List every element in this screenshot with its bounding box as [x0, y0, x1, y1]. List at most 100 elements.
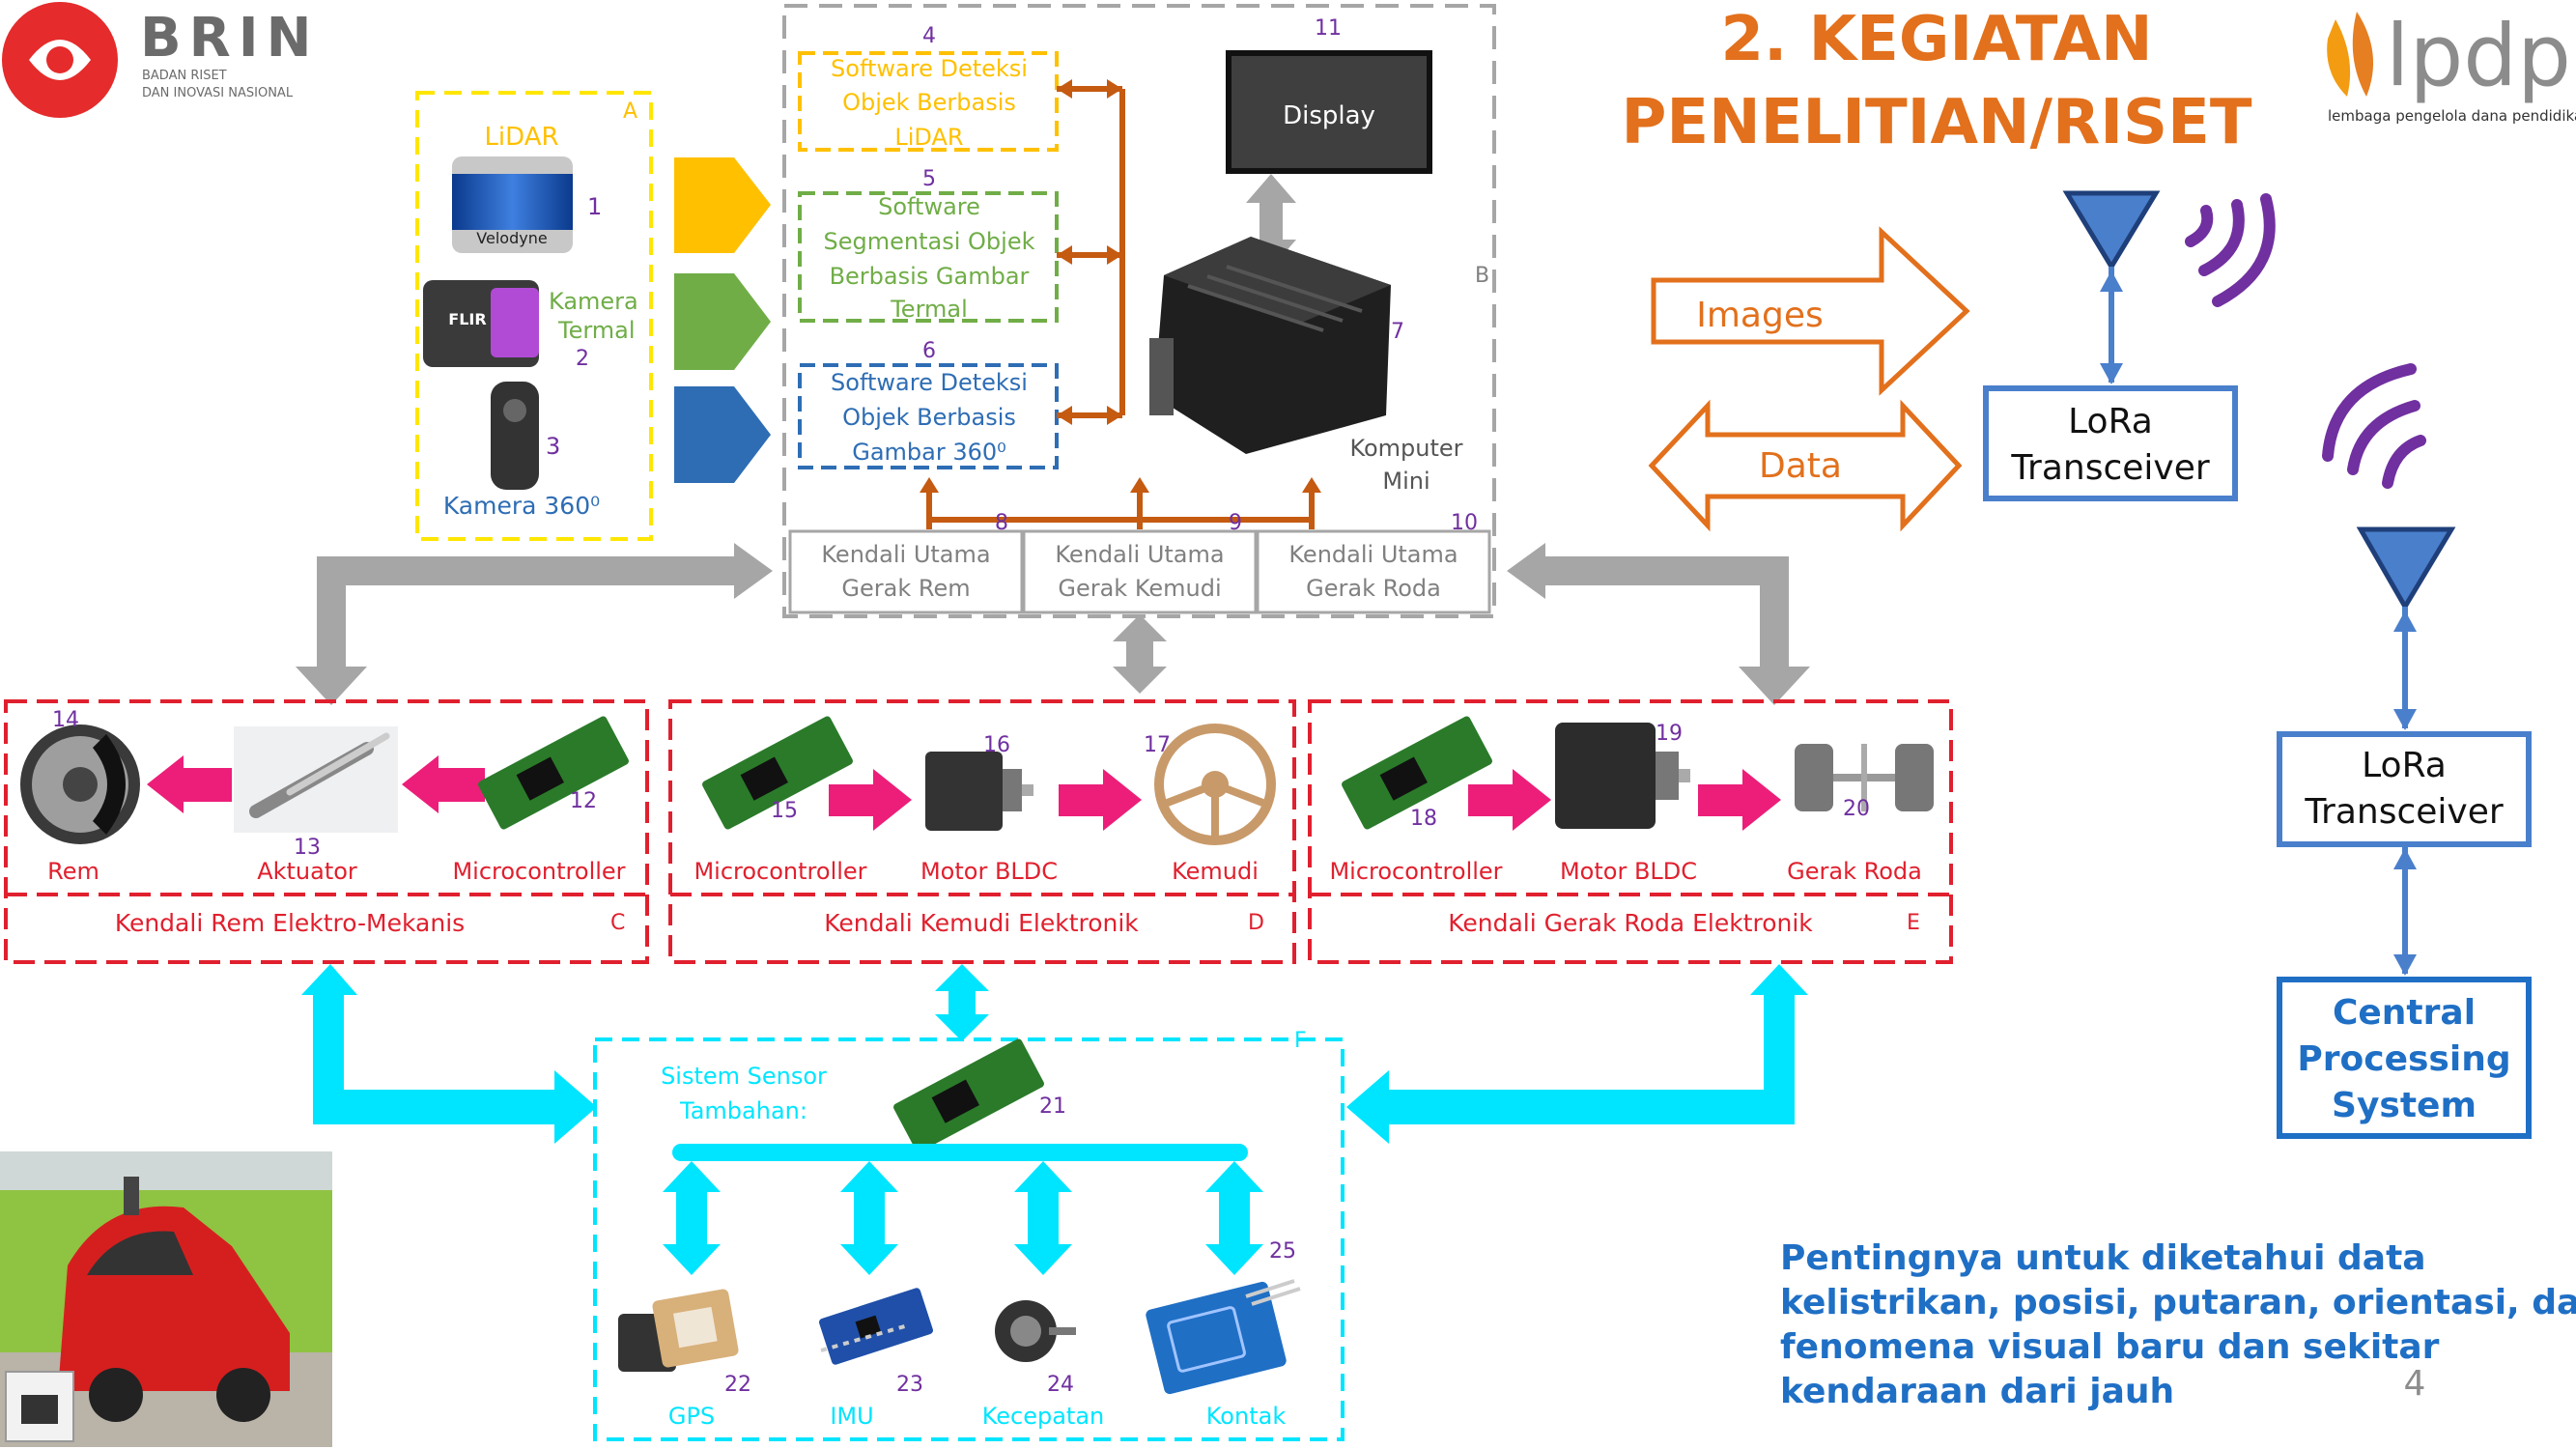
vehicle-window: [87, 1231, 193, 1275]
extra-sensor-title-line1: Sistem Sensor: [661, 1063, 827, 1090]
compute-group-b: B 4 Software Deteksi Objek Berbasis LiDA…: [782, 4, 1496, 618]
brake-main-controller-line2: Gerak Rem: [841, 575, 970, 602]
extra-sensor-title-line2: Tambahan:: [679, 1097, 807, 1124]
software-lidar-line2: Objek Berbasis: [842, 89, 1016, 116]
compute-group-letter: B: [1475, 264, 1489, 288]
rfid-contact-icon: [1146, 1279, 1301, 1395]
imu-number: 23: [896, 1373, 923, 1397]
antenna-1-arrowhead-up: [2100, 270, 2123, 292]
software-360-line3: Gambar 360⁰: [852, 439, 1006, 466]
lidar-brand: Velodyne: [476, 229, 547, 247]
images-arrow: [1651, 226, 1970, 396]
imu-module-icon: [819, 1288, 933, 1365]
images-label: Images: [1696, 296, 1824, 335]
actuator-icon: [234, 726, 398, 833]
lpdp-sub: lembaga pengelola dana pendidikan: [2328, 107, 2576, 125]
gps-module-icon: [618, 1289, 739, 1372]
vehicle-rear-wheel: [216, 1368, 270, 1422]
software-lidar-box: [798, 51, 1059, 152]
software-bus-arrowheads: [1057, 79, 1122, 425]
mini-computer-number: 7: [1391, 320, 1404, 344]
thermal-brand: FLIR: [448, 310, 486, 328]
gps-label: GPS: [668, 1403, 715, 1430]
lora-transceiver-2-line1: LoRa: [2362, 746, 2447, 785]
software-5-number: 5: [922, 167, 936, 191]
brin-sub1: BADAN RISET: [142, 69, 227, 83]
thermal-label-line1: Kamera: [549, 288, 638, 315]
microcontroller-e-number: 18: [1410, 807, 1437, 831]
note-line-2: kelistrikan, posisi, putaran, orientasi,…: [1780, 1283, 2576, 1322]
software-thermal-box: [798, 191, 1059, 323]
software-6-number: 6: [922, 339, 936, 363]
cyan-connector-arrows: [301, 964, 1808, 1144]
brake-number: 14: [52, 708, 79, 732]
antenna-1-arrowhead-down: [2100, 363, 2123, 384]
display-screen: [1226, 50, 1432, 174]
sensor-group-letter: A: [623, 99, 637, 124]
bldc-motor-d-icon: [925, 752, 1033, 831]
lpdp-flame-right: [2352, 12, 2374, 97]
telemetry-section: Images Data LoRa Transceiver LoRa Transc…: [1648, 190, 2532, 1139]
mcu-to-actuator-arrow: [402, 755, 485, 813]
subsystem-d-letter: D: [1248, 911, 1264, 935]
sensor-group-a: A LiDAR Velodyne 1 FLIR Kamera Termal 2 …: [415, 91, 653, 541]
microcontroller-f-icon: [893, 1038, 1044, 1152]
microcontroller-d-label: Microcontroller: [694, 858, 866, 885]
central-processing-line1: Central: [2333, 993, 2476, 1033]
central-processing-line3: System: [2332, 1086, 2477, 1125]
antenna-1-icon: [2062, 190, 2161, 271]
display-label: Display: [1283, 101, 1375, 130]
lidar-icon: Velodyne: [452, 156, 573, 253]
thermal-camera-icon: FLIR: [423, 280, 539, 367]
steering-main-controller-box: [1022, 529, 1258, 614]
actuator-label: Aktuator: [257, 858, 357, 885]
display-number: 11: [1315, 16, 1342, 41]
subsystem-d-steering: Kendali Kemudi Elektronik D 15 Microcont…: [668, 699, 1296, 964]
lora-transceiver-2-box: [2277, 731, 2532, 847]
subsystem-c-border: [4, 699, 649, 964]
steering-label: Kemudi: [1172, 858, 1259, 885]
extra-sensor-bus-arrows: [663, 1161, 1263, 1275]
steering-main-controller-line2: Gerak Kemudi: [1058, 575, 1221, 602]
page-number: 4: [2404, 1364, 2426, 1404]
mini-computer-icon: [1149, 237, 1391, 454]
importance-note: Pentingnya untuk diketahui data kelistri…: [1780, 1238, 2576, 1411]
bldc-motor-e-icon: [1555, 723, 1690, 829]
software-thermal-line4: Termal: [890, 296, 968, 323]
microcontroller-d-icon: [702, 716, 853, 830]
brin-logo: BRIN BADAN RISET DAN INOVASI NASIONAL: [2, 2, 312, 118]
extra-sensor-letter: F: [1294, 1029, 1307, 1053]
control-8-number: 8: [995, 511, 1008, 535]
slide-title-line1: 2. KEGIATAN: [1720, 4, 2152, 75]
lpdp-name: lpdp: [2386, 6, 2571, 105]
software-4-number: 4: [922, 24, 936, 48]
mcu-to-motor-e-arrow: [1468, 769, 1551, 831]
brake-label: Rem: [47, 858, 99, 885]
lidar-label: LiDAR: [484, 123, 558, 152]
motor-to-steering-arrow: [1059, 769, 1142, 831]
note-line-3: fenomena visual baru dan sekitar: [1780, 1327, 2440, 1367]
bldc-motor-e-number: 19: [1656, 722, 1683, 746]
lora-transceiver-1-line2: Transceiver: [2010, 448, 2210, 488]
brake-disc-icon: [20, 724, 140, 844]
central-processing-line2: Processing: [2297, 1039, 2510, 1079]
microcontroller-c-label: Microcontroller: [452, 858, 625, 885]
antenna-2-icon: [2356, 526, 2456, 611]
actuator-number: 13: [294, 836, 321, 860]
wheel-main-controller-line1: Kendali Utama: [1288, 541, 1458, 568]
note-line-4: kendaraan dari jauh: [1780, 1372, 2174, 1411]
bus-arrowheads: [920, 477, 1321, 493]
subsystem-e-border: [1308, 699, 1953, 964]
mini-computer-label-line2: Mini: [1382, 468, 1430, 495]
contact-number: 25: [1269, 1239, 1296, 1264]
vehicle-photo: [0, 1151, 332, 1447]
steering-wheel-icon: [1154, 724, 1276, 845]
brin-logo-dot: [46, 46, 73, 73]
bus-number: 9: [1229, 511, 1242, 535]
speed-sensor-label: Kecepatan: [982, 1403, 1105, 1430]
camera-360-number: 3: [546, 433, 560, 460]
lpdp-logo: lpdp lembaga pengelola dana pendidikan: [2327, 6, 2576, 125]
wheel-drive-number: 20: [1843, 797, 1870, 821]
imu-label: IMU: [830, 1403, 873, 1430]
microcontroller-e-label: Microcontroller: [1329, 858, 1502, 885]
